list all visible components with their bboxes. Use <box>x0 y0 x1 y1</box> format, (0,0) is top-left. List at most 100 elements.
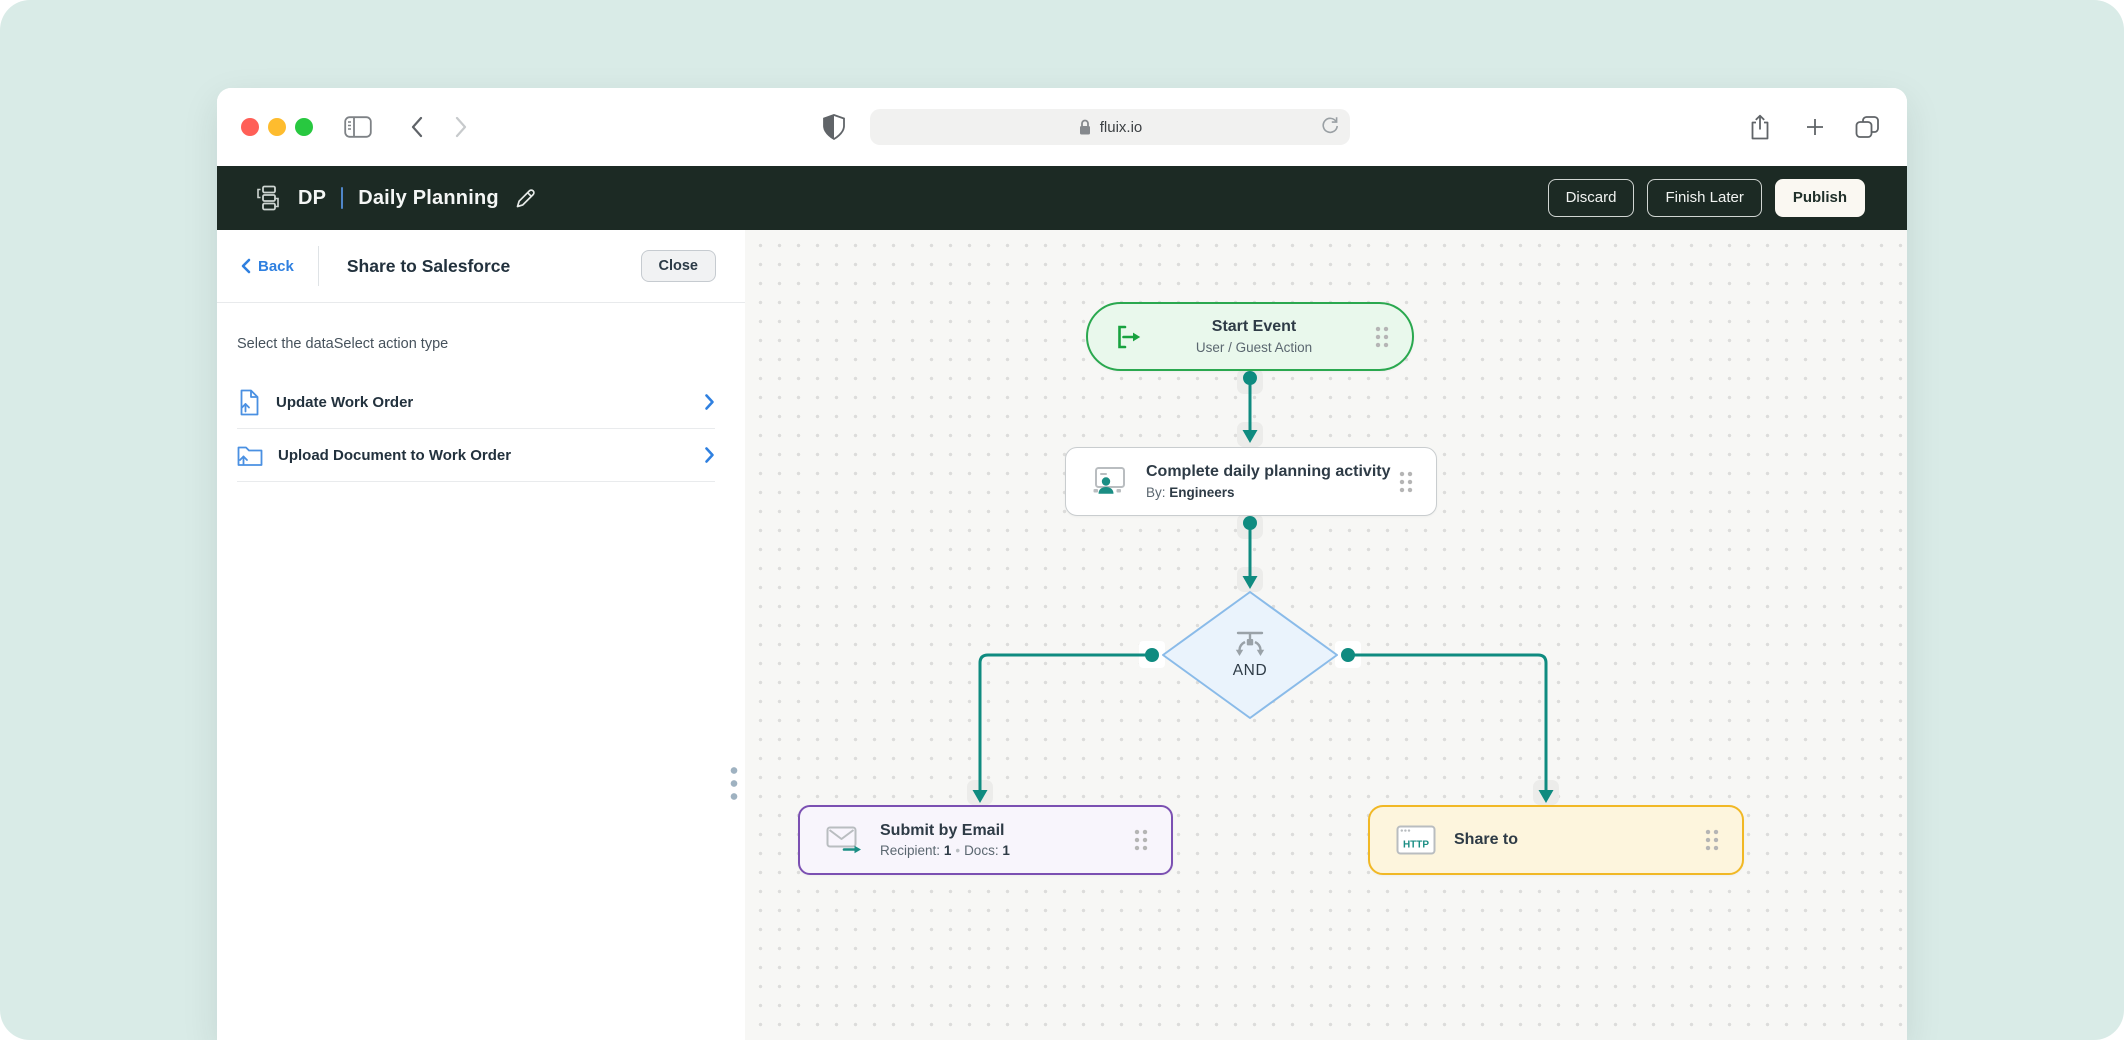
main-content: Back Share to Salesforce Close Select th… <box>217 230 1907 1040</box>
title-separator <box>341 187 344 209</box>
arrowhead <box>972 790 988 803</box>
start-event-node[interactable]: Start Event User / Guest Action <box>1086 302 1414 371</box>
split-icon <box>1235 631 1265 656</box>
chevron-right-icon <box>704 446 715 464</box>
finish-later-button[interactable]: Finish Later <box>1647 179 1762 217</box>
http-icon: HTTP <box>1396 825 1436 855</box>
node-subtitle: By: Engineers <box>1146 485 1391 501</box>
activity-node[interactable]: Complete daily planning activity By: Eng… <box>1065 447 1437 516</box>
workflow-actions: Discard Finish Later Publish <box>1547 179 1865 217</box>
node-text: Share to <box>1454 830 1518 849</box>
folder-upload-icon <box>237 446 263 466</box>
node-text: Start Event User / Guest Action <box>1134 317 1374 355</box>
workflow-identity: DP Daily Planning <box>255 185 537 211</box>
forward-button[interactable] <box>454 115 468 139</box>
share-icon <box>1751 114 1769 140</box>
header-divider <box>317 246 319 286</box>
privacy-report-button[interactable] <box>823 114 845 140</box>
sidebar-toggle-button[interactable] <box>344 116 372 138</box>
node-title: Submit by Email <box>880 821 1005 839</box>
workflow-icon <box>257 185 279 211</box>
share-to-node[interactable]: HTTP Share to <box>1368 805 1744 875</box>
workflow-title: Daily Planning <box>358 186 499 209</box>
workflow-canvas[interactable]: Start Event User / Guest Action Complete… <box>745 230 1907 1040</box>
pencil-icon <box>516 188 535 207</box>
node-subtitle: User / Guest Action <box>1195 339 1313 355</box>
new-tab-button[interactable] <box>1805 117 1825 137</box>
lock-icon <box>1079 119 1090 135</box>
list-item-label: Update Work Order <box>276 393 414 411</box>
dot-separator: • <box>955 843 961 858</box>
connector-gateway-to-email <box>978 653 1154 792</box>
docs-value: 1 <box>1002 843 1010 858</box>
http-label: HTTP <box>1403 840 1429 851</box>
drag-handle[interactable] <box>1398 469 1414 494</box>
minimize-window-button[interactable] <box>268 118 286 136</box>
drag-handle[interactable] <box>1133 828 1149 852</box>
zoom-window-button[interactable] <box>295 118 313 136</box>
activity-icon <box>1093 466 1125 494</box>
workspace-initials: DP <box>298 186 327 209</box>
connection-dot[interactable] <box>1145 648 1159 662</box>
and-gateway[interactable]: AND <box>1163 592 1337 718</box>
arrowhead <box>1242 576 1258 589</box>
back-link[interactable]: Back <box>241 258 294 275</box>
recipient-value: 1 <box>943 843 952 858</box>
reload-button[interactable] <box>1320 116 1340 139</box>
start-event-icon <box>1118 325 1141 348</box>
close-panel-button[interactable]: Close <box>640 250 716 282</box>
publish-button[interactable]: Publish <box>1774 179 1865 217</box>
rename-workflow-button[interactable] <box>514 187 537 210</box>
url-text: fluix.io <box>1099 118 1143 136</box>
share-page-button[interactable] <box>1749 114 1771 141</box>
plus-icon <box>1807 119 1823 135</box>
by-value: Engineers <box>1169 484 1235 500</box>
reload-icon <box>1322 117 1338 134</box>
arrowhead <box>1538 790 1554 803</box>
shield-icon <box>823 114 845 140</box>
list-item-label: Upload Document to Work Order <box>278 446 512 464</box>
back-button[interactable] <box>410 115 424 139</box>
submit-by-email-node[interactable]: Submit by Email Recipient: 1•Docs: 1 <box>798 805 1173 875</box>
recipient-label: Recipient: <box>880 843 941 858</box>
connection-dot[interactable] <box>1243 371 1257 385</box>
discard-button[interactable]: Discard <box>1547 179 1635 217</box>
panel-header: Back Share to Salesforce Close <box>217 230 745 303</box>
back-label: Back <box>258 257 294 275</box>
node-text: Complete daily planning activity By: Eng… <box>1146 462 1391 500</box>
drag-handle[interactable] <box>1374 324 1390 349</box>
workflow-header: DP Daily Planning Discard Finish Later P… <box>217 166 1907 230</box>
panel-title: Share to Salesforce <box>346 255 511 276</box>
tab-overview-button[interactable] <box>1855 116 1880 139</box>
node-title: Share to <box>1454 831 1519 849</box>
node-subtitle: Recipient: 1•Docs: 1 <box>880 843 1010 859</box>
chevron-right-icon <box>455 116 467 138</box>
action-type-list: Update Work Order Upload Document to Wor… <box>237 376 715 482</box>
panel-resize-handle[interactable] <box>730 762 738 800</box>
action-config-panel: Back Share to Salesforce Close Select th… <box>217 230 745 1040</box>
drag-handle[interactable] <box>1704 828 1720 852</box>
list-item-update-work-order[interactable]: Update Work Order <box>237 376 715 429</box>
traffic-lights <box>241 118 313 136</box>
document-upload-icon <box>240 389 259 415</box>
by-label: By: <box>1146 484 1166 500</box>
node-title: Complete daily planning activity <box>1146 463 1391 481</box>
chevron-left-icon <box>241 258 251 274</box>
connector-gateway-to-share <box>1346 653 1548 792</box>
list-item-upload-document[interactable]: Upload Document to Work Order <box>237 429 715 482</box>
browser-window: fluix.io DP Daily Planning <box>217 88 1907 1040</box>
flow-connectors <box>967 369 1559 805</box>
tabs-icon <box>1855 116 1879 138</box>
and-gateway-shape[interactable] <box>1162 591 1338 719</box>
address-bar[interactable]: fluix.io <box>870 109 1350 145</box>
chevron-left-icon <box>411 116 423 138</box>
node-text: Submit by Email Recipient: 1•Docs: 1 <box>880 821 1010 859</box>
chevron-right-icon <box>704 393 715 411</box>
mail-forward-icon <box>826 826 861 854</box>
panel-description: Select the dataSelect action type <box>237 336 449 352</box>
connection-dot[interactable] <box>1341 648 1355 662</box>
close-window-button[interactable] <box>241 118 259 136</box>
connection-dot[interactable] <box>1243 516 1257 530</box>
browser-toolbar: fluix.io <box>217 88 1907 166</box>
